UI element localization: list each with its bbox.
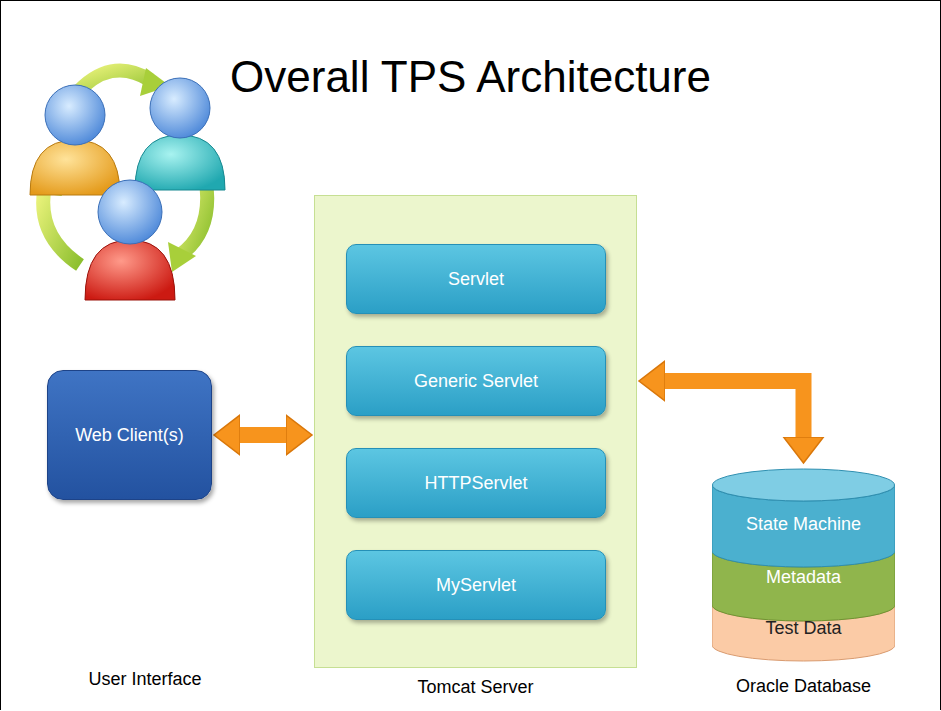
servlet-box: Generic Servlet	[346, 346, 606, 416]
node-label: Generic Servlet	[414, 371, 538, 392]
server-panel: ServletGeneric ServletHTTPServletMyServl…	[314, 195, 637, 668]
servlet-box: Servlet	[346, 244, 606, 314]
node-label: Web Client(s)	[75, 425, 184, 446]
slide-title: Overall TPS Architecture	[0, 52, 941, 102]
db-band: Test Data	[712, 605, 895, 651]
servlet-box: HTTPServlet	[346, 448, 606, 518]
node-label: Metadata	[766, 567, 841, 588]
db-band: State Machine	[712, 499, 895, 549]
node-label: MyServlet	[436, 575, 516, 596]
db-band: Metadata	[712, 551, 895, 603]
cylinder-top	[713, 469, 895, 501]
client-box: Web Client(s)	[47, 370, 212, 500]
servlet-box: MyServlet	[346, 550, 606, 620]
node-label: Servlet	[448, 269, 504, 290]
node-heading: Oracle Database	[736, 676, 871, 697]
double-arrow	[665, 381, 804, 437]
node-label: Test Data	[765, 618, 841, 639]
node-label: State Machine	[746, 514, 861, 535]
double-arrow	[240, 427, 286, 443]
section-label: User Interface	[88, 669, 201, 690]
node-heading: Tomcat Server	[417, 677, 533, 698]
node-label: HTTPServlet	[424, 473, 527, 494]
database-cylinder: State MachineMetadataTest DataOracle Dat…	[712, 465, 895, 662]
